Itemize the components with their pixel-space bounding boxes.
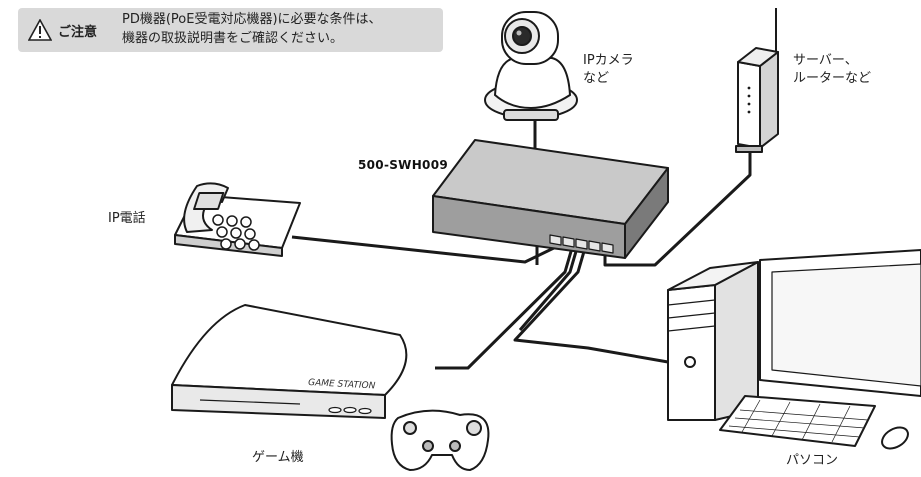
ip-camera-label-line-2: など bbox=[583, 71, 610, 86]
router-top bbox=[737, 47, 779, 67]
ip-camera-label-line-1: IPカメラ bbox=[583, 53, 634, 68]
camera-lens bbox=[512, 26, 532, 46]
phone-display bbox=[193, 192, 225, 210]
pc-power-button bbox=[684, 356, 696, 368]
port-3 bbox=[575, 238, 588, 250]
camera-lens-glint bbox=[516, 30, 522, 36]
switch-side bbox=[624, 167, 669, 259]
keyboard bbox=[719, 395, 876, 447]
server-label-line-1: サーバー、 bbox=[793, 53, 858, 68]
ip-camera-label: IPカメラ など bbox=[583, 52, 634, 88]
router-side bbox=[759, 51, 779, 149]
server-label-line-2: ルーターなど bbox=[793, 71, 872, 86]
port-5 bbox=[601, 242, 614, 254]
controller-buttons bbox=[466, 420, 482, 436]
pc-tower-front bbox=[667, 284, 716, 421]
ip-phone-label: IP電話 bbox=[108, 211, 146, 226]
pc-tower-top bbox=[667, 261, 759, 291]
switch-device bbox=[432, 139, 669, 259]
game-console-device bbox=[171, 304, 408, 419]
controller-body bbox=[390, 409, 490, 471]
router-foot bbox=[735, 145, 763, 153]
controller-stick-right bbox=[449, 440, 461, 452]
game-controller bbox=[390, 409, 490, 471]
camera-foot bbox=[503, 109, 559, 121]
switch-model-label: 500-SWH009 bbox=[358, 158, 448, 172]
pc-label: パソコン bbox=[786, 453, 839, 468]
notice-text: PD機器(PoE受電対応機器)に必要な条件は、 機器の取扱説明書をご確認ください… bbox=[122, 10, 442, 48]
camera-body bbox=[493, 57, 572, 110]
console-slot bbox=[199, 399, 301, 405]
notice-line-1: PD機器(PoE受電対応機器)に必要な条件は、 bbox=[122, 12, 382, 27]
warning-icon bbox=[28, 19, 52, 41]
port-1 bbox=[549, 234, 562, 246]
monitor-screen bbox=[771, 263, 921, 387]
cable-extra bbox=[518, 247, 579, 331]
router-leds bbox=[747, 86, 751, 114]
switch-ports bbox=[549, 234, 614, 254]
server-device bbox=[735, 8, 779, 153]
keyboard-keys bbox=[728, 399, 869, 443]
ip-phone-device bbox=[174, 182, 301, 257]
cable-game bbox=[435, 247, 574, 370]
cables bbox=[291, 120, 752, 370]
cable-server bbox=[603, 148, 752, 267]
console-buttons bbox=[328, 406, 372, 415]
controller-dpad bbox=[403, 421, 417, 435]
console-brand-text: GAME STATION bbox=[308, 378, 376, 392]
console-top bbox=[171, 304, 408, 396]
phone-keypad bbox=[212, 214, 260, 251]
cable-pc bbox=[513, 247, 669, 364]
notice-heading: ご注意 bbox=[58, 25, 98, 40]
controller-stick-left bbox=[422, 440, 434, 452]
server-label: サーバー、 ルーターなど bbox=[793, 52, 871, 88]
mouse bbox=[881, 426, 909, 450]
ip-camera-device bbox=[484, 11, 578, 121]
cable-ip-phone bbox=[291, 235, 561, 264]
notice-line-2: 機器の取扱説明書をご確認ください。 bbox=[122, 31, 344, 46]
game-label: ゲーム機 bbox=[252, 450, 304, 465]
notice-box: ご注意 PD機器(PoE受電対応機器)に必要な条件は、 機器の取扱説明書をご確認… bbox=[18, 8, 443, 52]
port-4 bbox=[588, 240, 601, 252]
port-2 bbox=[562, 236, 575, 248]
pc-device bbox=[667, 249, 921, 450]
